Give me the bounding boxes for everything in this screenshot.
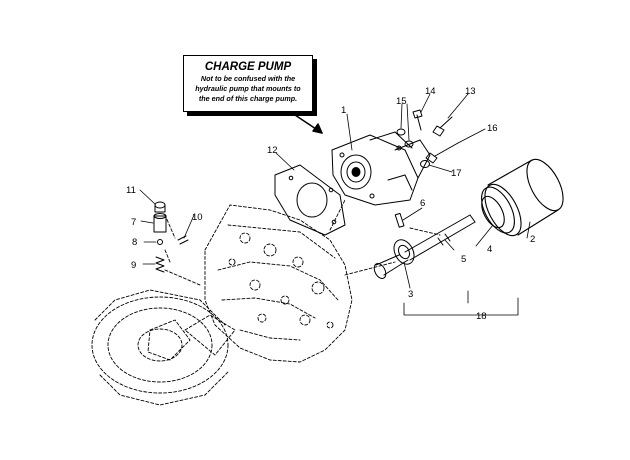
part-label-16: 16 — [487, 123, 498, 134]
transmission-housing-outline — [91, 199, 441, 406]
gasket-part — [274, 164, 346, 236]
charge-pump-body — [331, 131, 431, 206]
part-label-3: 3 — [408, 289, 413, 300]
callout-note-line-2: hydraulic pump that mounts to — [195, 84, 301, 93]
bolts-and-washers — [396, 109, 459, 168]
callout-note-line-3: the end of this charge pump. — [198, 94, 298, 103]
drive-shaft-assembly — [373, 212, 476, 279]
part-label-13: 13 — [465, 86, 476, 97]
part-label-18: 18 — [476, 311, 487, 322]
part-label-1: 1 — [341, 105, 346, 116]
part-label-9: 9 — [131, 260, 136, 271]
charge-pump-callout: CHARGE PUMP Not to be confused with the … — [183, 55, 313, 112]
filter-cylinder — [481, 158, 564, 237]
callout-title: CHARGE PUMP — [204, 61, 292, 73]
callout-arrow — [291, 112, 323, 134]
part-label-12: 12 — [267, 145, 278, 156]
part-label-2: 2 — [530, 234, 535, 245]
part-label-8: 8 — [132, 237, 137, 248]
small-valve-parts — [153, 201, 189, 273]
part-label-14: 14 — [425, 86, 436, 97]
part-labels: 1 2 3 4 5 6 7 8 9 10 11 12 13 14 15 16 1… — [126, 86, 535, 322]
leader-lines — [139, 93, 531, 316]
callout-note-line-1: Not to be confused with the — [200, 74, 296, 83]
part-label-17: 17 — [451, 168, 462, 179]
part-label-15: 15 — [396, 96, 407, 107]
part-label-4: 4 — [487, 244, 492, 255]
part-label-5: 5 — [461, 254, 466, 265]
part-label-10: 10 — [192, 212, 203, 223]
part-label-7: 7 — [131, 217, 136, 228]
part-label-11: 11 — [126, 185, 136, 196]
part-label-6: 6 — [420, 198, 425, 209]
